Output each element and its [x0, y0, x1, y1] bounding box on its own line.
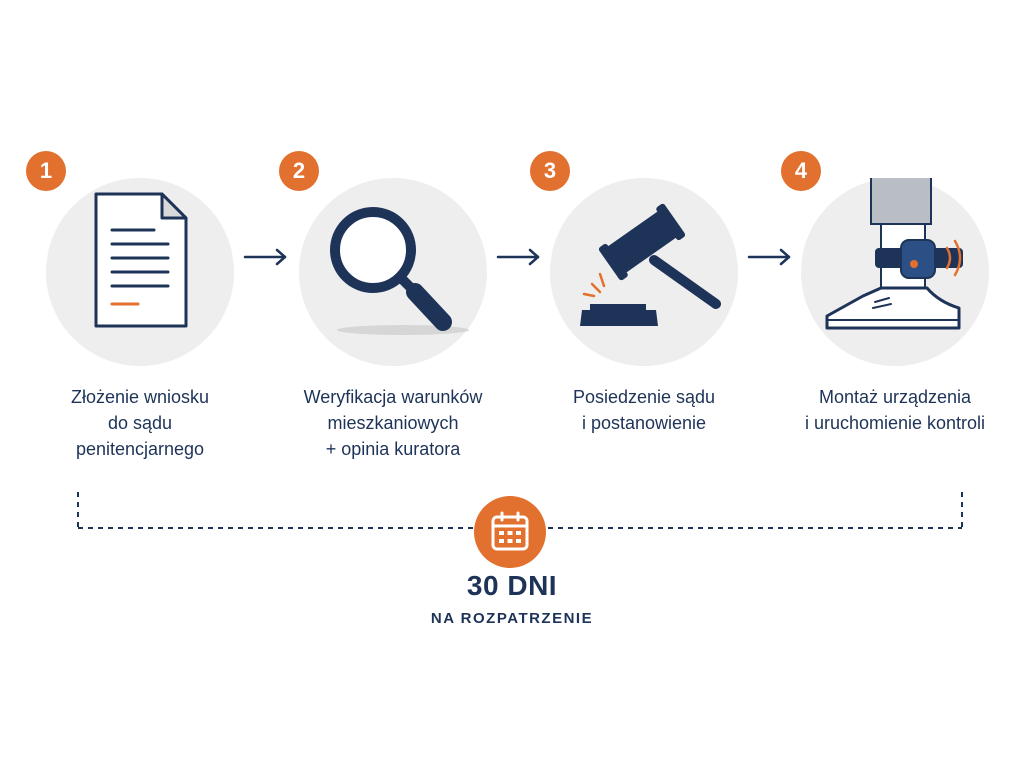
step-1-label-line: do sądu	[107, 413, 173, 433]
ankle-monitor-icon	[825, 178, 963, 330]
timeline-bracket	[77, 492, 963, 529]
calendar-badge	[474, 496, 546, 568]
step-3-number-badge: 3	[530, 151, 570, 191]
gavel-icon	[580, 203, 721, 326]
arrow-right-icon	[243, 248, 287, 266]
document-icon	[94, 192, 188, 328]
step-4-label: Montaż urządzenia i uruchomienie kontrol…	[775, 384, 1015, 436]
step-1: 1 Złożenie wniosku do sądu penitencjarne…	[20, 148, 260, 468]
step-2-label: Weryfikacja warunków mieszkaniowych + op…	[273, 384, 513, 462]
step-3-circle	[550, 178, 738, 366]
step-1-label-line: penitencjarnego	[75, 439, 205, 459]
arrow-right-icon	[496, 248, 540, 266]
processing-days-caption: NA ROZPATRZENIE	[430, 610, 594, 627]
step-4-label-line: i uruchomienie kontroli	[804, 413, 986, 433]
step-2-number-badge: 2	[279, 151, 319, 191]
step-1-number-badge: 1	[26, 151, 66, 191]
step-4-number-badge: 4	[781, 151, 821, 191]
step-2-label-line: Weryfikacja warunków	[303, 387, 483, 407]
step-2: 2 Weryfikacja warunków mieszkaniowych + …	[273, 148, 513, 468]
arrow-right-icon	[747, 248, 791, 266]
calendar-icon	[491, 511, 529, 551]
step-1-label: Złożenie wniosku do sądu penitencjarnego	[20, 384, 260, 462]
step-4: 4 Montaż urządzenia i uruchomienie kontr…	[775, 148, 1015, 468]
step-3-label-line: i postanowienie	[581, 413, 707, 433]
step-3: 3 Posiedzenie sądu i postanowienie	[524, 148, 764, 468]
step-1-label-line: Złożenie wniosku	[70, 387, 210, 407]
magnifier-icon	[330, 207, 469, 335]
step-3-label-line: Posiedzenie sądu	[572, 387, 716, 407]
step-3-label: Posiedzenie sądu i postanowienie	[524, 384, 764, 436]
step-4-label-line: Montaż urządzenia	[818, 387, 972, 407]
processing-days-value: 30 DNI	[466, 570, 558, 601]
step-2-label-line: + opinia kuratora	[325, 439, 461, 459]
step-2-label-line: mieszkaniowych	[327, 413, 459, 433]
